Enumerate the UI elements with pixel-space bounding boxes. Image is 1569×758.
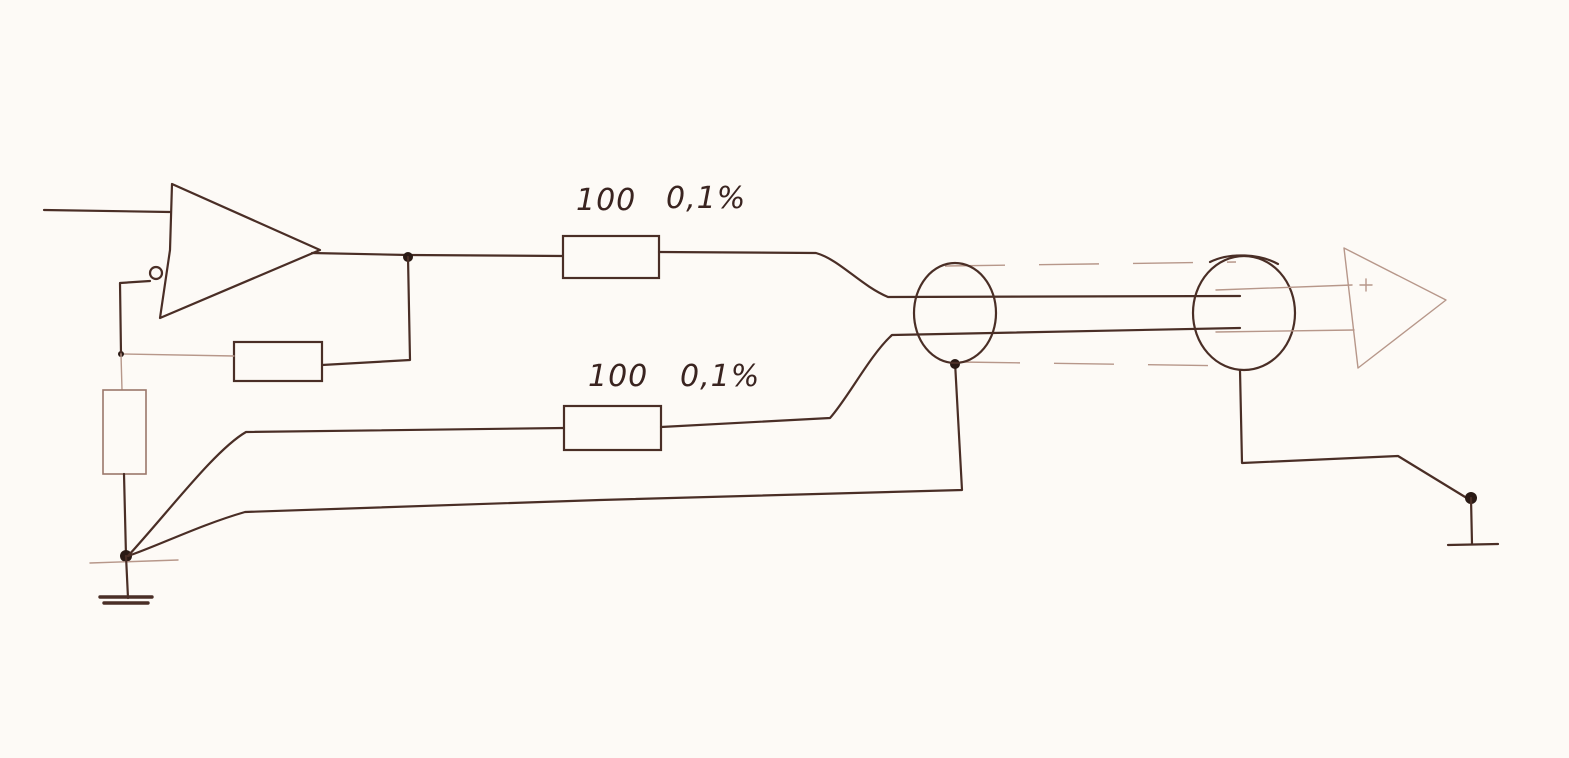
cable-shield-near-end [912, 261, 998, 365]
bottom-conductor-wire [659, 326, 1242, 429]
top-resistor-value: 100 [576, 183, 636, 218]
cable-shield-top [944, 261, 1237, 267]
shield-return-wire [126, 360, 964, 558]
gain-resistor-top-wire [120, 353, 123, 391]
inverting-input-wire [118, 279, 152, 356]
cable-shield-far-end [1191, 254, 1297, 372]
far-end-ground-wire [1238, 368, 1472, 502]
feedback-resistor [232, 340, 324, 383]
receiver-amplifier [1343, 247, 1447, 369]
feedback-resistor-left-wire [121, 353, 235, 357]
bottom-resistor-return-wire [126, 426, 566, 558]
top-series-resistor [561, 234, 661, 280]
bottom-series-resistor [562, 404, 663, 452]
gain-resistor [102, 389, 147, 475]
ground-stem [124, 554, 130, 600]
cable-shield-bottom [959, 361, 1237, 367]
ground-symbol [98, 595, 154, 605]
ground-plate-line [89, 559, 179, 564]
bottom-resistor-tolerance: 0,1% [680, 359, 760, 394]
input-wire [42, 208, 172, 214]
far-end-top-mark [1208, 254, 1280, 266]
inverting-input-bubble [148, 265, 164, 281]
far-ground-stem [1469, 496, 1474, 546]
bottom-resistor-value: 100 [588, 359, 648, 394]
receiver-plus-mark [1359, 278, 1373, 292]
receiver-input-wires [1215, 284, 1355, 333]
top-resistor-tolerance: 0,1% [666, 181, 746, 216]
gain-resistor-bottom-wire [122, 472, 128, 558]
driver-amplifier [158, 182, 322, 320]
amp-output-wire [310, 251, 565, 258]
top-conductor-wire [657, 250, 1242, 299]
feedback-wire [320, 255, 412, 367]
far-ground-symbol [1446, 542, 1500, 547]
